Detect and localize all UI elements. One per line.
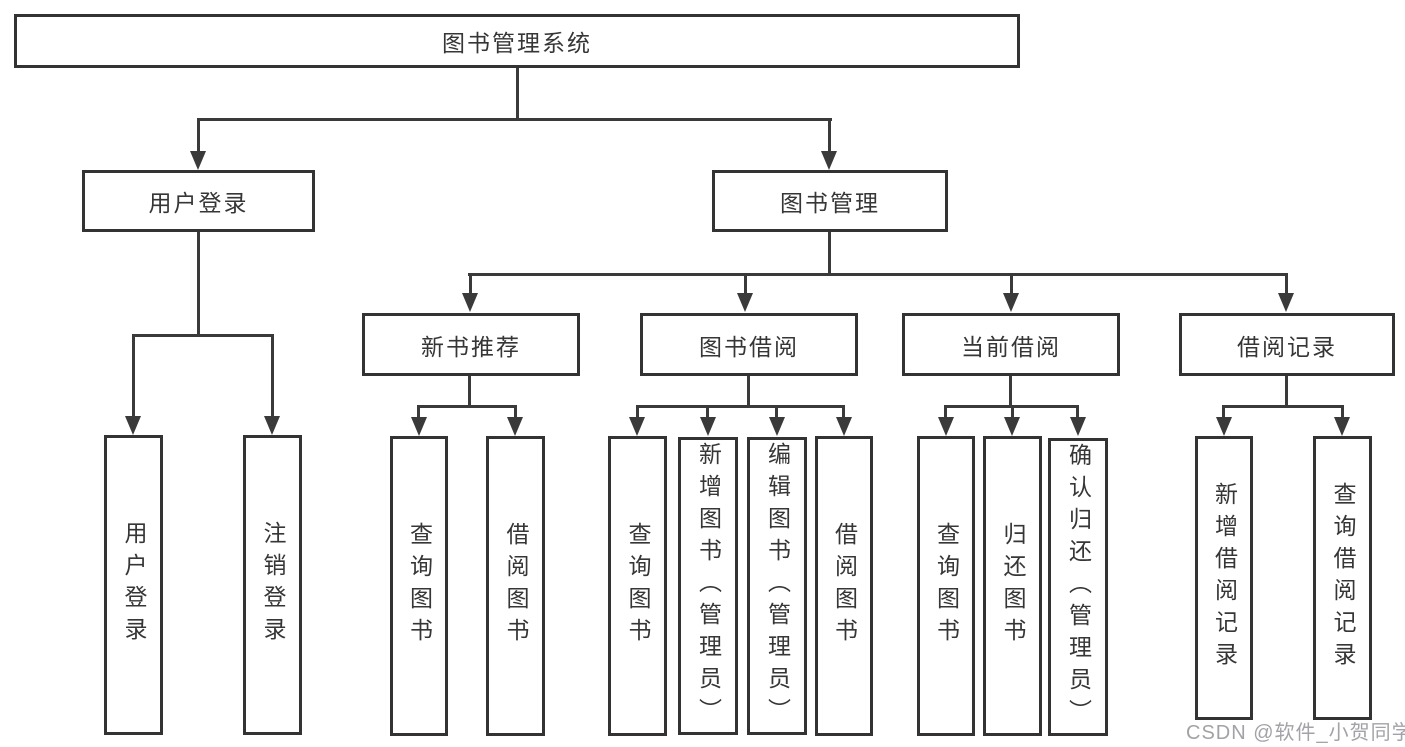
arrow-to-query-books-rec (411, 417, 427, 436)
connector-to-borrow-books-rec (514, 405, 517, 419)
arrow-to-book-borrowing (737, 293, 753, 312)
connector-to-logout (271, 334, 274, 418)
node-book-management-label: 图书管理 (780, 190, 880, 216)
arrow-to-logout (264, 416, 280, 435)
arrow-to-login (125, 416, 141, 435)
connector-to-add-books-admin (706, 405, 709, 419)
arrow-to-new-book-recommend (462, 293, 478, 312)
connector-to-user-login (197, 118, 200, 154)
node-borrowing-records: 借阅记录 (1179, 313, 1395, 376)
node-borrow-books-rec-label: 借阅图书 (503, 522, 529, 650)
connector-borrowing-horizontal (636, 405, 845, 408)
connector-to-borrow-books-bor (842, 405, 845, 419)
arrow-to-borrow-books-rec (507, 417, 523, 436)
node-query-borrow-record-label: 查询借阅记录 (1330, 482, 1356, 674)
node-confirm-return-admin: 确认归还（管理员） (1048, 438, 1108, 736)
node-borrow-books-bor-label: 借阅图书 (831, 522, 858, 650)
node-edit-books-admin-label: 编辑图书（管理员） (764, 442, 791, 730)
node-add-books-admin: 新增图书（管理员） (678, 437, 738, 735)
connector-book-management-horizontal (468, 273, 1288, 276)
node-query-books-bor-label: 查询图书 (625, 522, 651, 650)
node-login-label: 用户登录 (121, 521, 147, 649)
connector-to-add-borrow-record (1222, 405, 1225, 419)
arrow-to-return-books (1004, 417, 1020, 436)
node-query-borrow-record: 查询借阅记录 (1313, 436, 1372, 720)
arrow-to-add-borrow-record (1216, 417, 1232, 436)
connector-borrowing-down (747, 376, 750, 407)
connector-to-current-borrowing (1010, 273, 1013, 297)
connector-user-login-horizontal (132, 334, 274, 337)
arrow-to-book-management (821, 151, 837, 170)
connector-to-confirm-return (1076, 405, 1079, 419)
connector-book-management-down (828, 232, 831, 276)
connector-current-down (1009, 376, 1012, 407)
connector-user-login-down (197, 232, 200, 336)
node-borrow-books-bor: 借阅图书 (815, 436, 873, 736)
connector-recommend-down (468, 376, 471, 407)
arrow-to-query-books-bor (629, 417, 645, 436)
node-login: 用户登录 (104, 435, 163, 735)
node-return-books-label: 归还图书 (1000, 522, 1026, 650)
connector-to-query-books-rec (417, 405, 420, 419)
node-new-book-recommend-label: 新书推荐 (421, 333, 521, 360)
arrow-to-add-books-admin (700, 417, 716, 436)
arrow-to-borrow-books-bor (836, 417, 852, 436)
node-book-management: 图书管理 (712, 170, 948, 232)
node-return-books: 归还图书 (983, 436, 1042, 736)
node-current-borrowing-label: 当前借阅 (961, 333, 1061, 360)
arrow-to-edit-books-admin (769, 417, 785, 436)
connector-to-return-books (1011, 405, 1014, 419)
connector-recommend-horizontal (418, 405, 517, 408)
node-edit-books-admin: 编辑图书（管理员） (747, 437, 807, 735)
node-confirm-return-admin-label: 确认归还（管理员） (1065, 443, 1092, 731)
csdn-watermark: CSDN @软件_小贺同学 (1186, 722, 1405, 744)
connector-to-borrowing-records (1285, 273, 1288, 297)
connector-to-edit-books-admin (775, 405, 778, 419)
node-book-borrowing: 图书借阅 (640, 313, 858, 376)
node-current-borrowing: 当前借阅 (902, 313, 1120, 376)
connector-to-query-books-bor (636, 405, 639, 419)
arrow-to-query-books-cur (938, 417, 954, 436)
node-query-books-cur-label: 查询图书 (933, 522, 960, 650)
node-borrowing-records-label: 借阅记录 (1237, 333, 1337, 360)
connector-records-down (1285, 376, 1288, 407)
connector-to-book-borrowing (744, 273, 747, 297)
connector-to-query-borrow-record (1341, 405, 1344, 419)
connector-to-new-book-recommend (469, 273, 472, 297)
node-add-borrow-record: 新增借阅记录 (1195, 436, 1253, 720)
node-library-system: 图书管理系统 (14, 14, 1020, 68)
connector-records-horizontal (1222, 405, 1343, 408)
node-logout-label: 注销登录 (260, 521, 286, 649)
node-logout: 注销登录 (243, 435, 302, 735)
node-book-borrowing-label: 图书借阅 (699, 333, 799, 360)
connector-to-book-management (828, 118, 831, 154)
node-user-login: 用户登录 (82, 170, 315, 232)
connector-root-down (516, 68, 519, 120)
node-new-book-recommend: 新书推荐 (362, 313, 580, 376)
connector-to-query-books-cur (944, 405, 947, 419)
node-query-books-rec: 查询图书 (390, 436, 448, 736)
arrow-to-user-login (190, 151, 206, 170)
arrow-to-query-borrow-record (1334, 417, 1350, 436)
node-library-system-label: 图书管理系统 (442, 30, 592, 56)
connector-to-login (132, 334, 135, 418)
arrow-to-borrowing-records (1278, 293, 1294, 312)
node-borrow-books-rec: 借阅图书 (486, 436, 545, 736)
node-add-books-admin-label: 新增图书（管理员） (695, 442, 722, 730)
node-query-books-bor: 查询图书 (608, 436, 667, 736)
arrow-to-current-borrowing (1003, 293, 1019, 312)
node-query-books-rec-label: 查询图书 (406, 522, 433, 650)
node-query-books-cur: 查询图书 (917, 436, 975, 736)
node-add-borrow-record-label: 新增借阅记录 (1211, 482, 1238, 674)
connector-root-horizontal (197, 118, 832, 121)
node-user-login-label: 用户登录 (148, 190, 249, 216)
arrow-to-confirm-return (1070, 417, 1086, 436)
